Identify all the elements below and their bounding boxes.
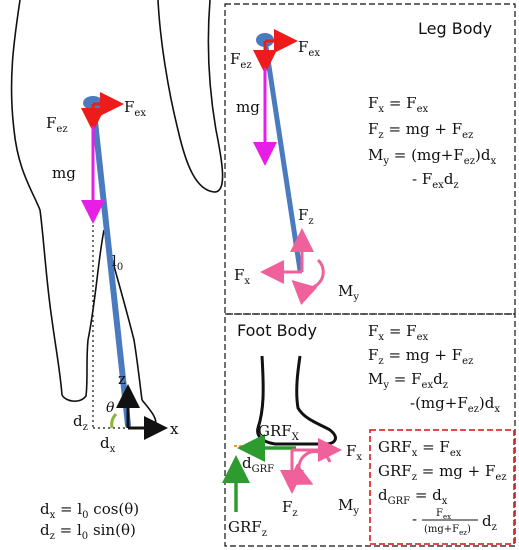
- leg-body-mg-label: mg: [236, 98, 260, 116]
- theta-arc: [110, 412, 118, 429]
- grf-eq-d: dGRF = dx: [378, 486, 448, 507]
- leg-body-eq-my-cont: - Fexdz: [412, 170, 459, 191]
- foot-body-eq-my-cont: -(mg+Fez)dx: [410, 394, 500, 415]
- left-dx-label: dx: [100, 434, 116, 455]
- leg-body-my-arrow: [291, 258, 325, 306]
- foot-body-eq-fx: Fx = Fex: [368, 322, 428, 343]
- foot-fz-label: Fz: [282, 498, 298, 519]
- reference-lines: [92, 110, 128, 429]
- left-x-label: x: [170, 420, 179, 438]
- grf-frac-numerator: Fex: [436, 508, 451, 521]
- foot-dgrf-label: dGRF: [242, 454, 274, 475]
- foot-body-eq-fz: Fz = mg + Fez: [368, 346, 473, 367]
- left-l0-label: l0: [112, 252, 123, 273]
- foot-my-label: My: [338, 496, 359, 517]
- foot-body-panel: [224, 313, 516, 547]
- dz-equation: dz = l0 sin(θ): [40, 521, 136, 542]
- left-z-label: z: [118, 370, 126, 388]
- left-theta-label: θ: [106, 400, 115, 416]
- human-silhouette: [10, 0, 224, 429]
- leg-body-eq-fz: Fz = mg + Fez: [368, 120, 473, 141]
- left-mg-label: mg: [52, 164, 76, 182]
- leg-body-fx-label: Fx: [234, 266, 250, 287]
- foot-fx-label: Fx: [346, 442, 362, 463]
- left-fex-label: Fex: [124, 98, 146, 119]
- leg-body-panel: [224, 3, 516, 315]
- foot-grfz-label: GRFz: [228, 518, 267, 539]
- leg-body-fz-label: Fz: [298, 206, 314, 227]
- leg-body-title: Leg Body: [418, 19, 492, 38]
- left-dz-label: dz: [73, 412, 88, 433]
- grf-eq-tail: dz: [482, 512, 497, 533]
- foot-body-title: Foot Body: [237, 321, 317, 340]
- grf-eq-x: GRFx = Fex: [378, 438, 462, 459]
- leg-body-eq-my: My = (mg+Fez)dx: [368, 146, 496, 167]
- leg-body-my-label: My: [338, 282, 359, 303]
- foot-body-eq-my: My = Fexdz: [368, 370, 448, 391]
- foot-grfx-label: GRFX: [258, 422, 300, 443]
- grf-equation-box: [369, 429, 515, 545]
- leg-segment: [90, 100, 131, 428]
- grf-eq-z: GRFz = mg + Fez: [378, 462, 507, 483]
- leg-body-segment: [262, 37, 303, 273]
- grf-frac-denominator: (mg+Fez): [424, 524, 471, 537]
- left-fez-label: Fez: [46, 114, 68, 135]
- leg-body-fex-label: Fex: [298, 38, 320, 59]
- leg-body-eq-fx: Fx = Fex: [368, 94, 428, 115]
- foot-my-arrow: [286, 450, 332, 485]
- dx-equation: dx = l0 cos(θ): [40, 500, 139, 521]
- grf-eq-minus: -: [412, 510, 417, 528]
- leg-body-fez-label: Fez: [230, 50, 252, 71]
